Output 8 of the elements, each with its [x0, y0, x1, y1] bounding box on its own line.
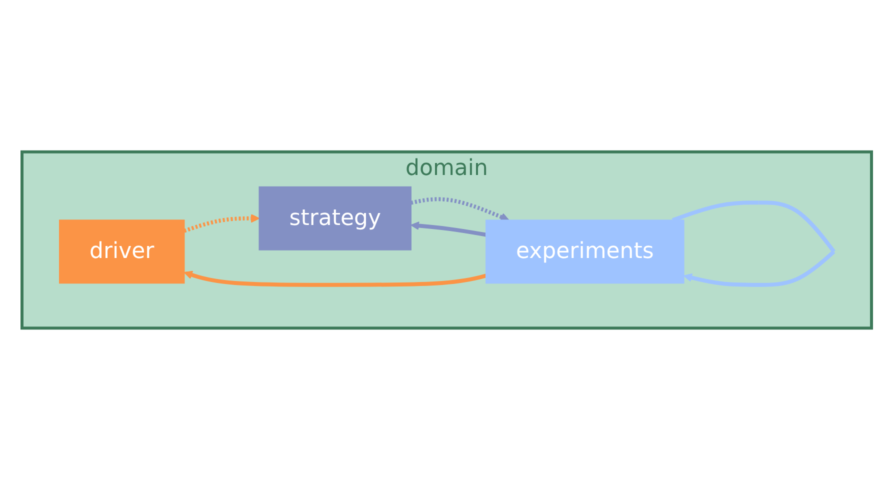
node-box: experiments [485, 220, 684, 284]
arrow [410, 221, 486, 237]
node-box: strategy [258, 186, 412, 250]
node-box: driver [58, 220, 184, 284]
arrow [672, 200, 836, 287]
arrow [184, 270, 486, 287]
arrow [410, 197, 509, 222]
arrow [183, 214, 260, 233]
